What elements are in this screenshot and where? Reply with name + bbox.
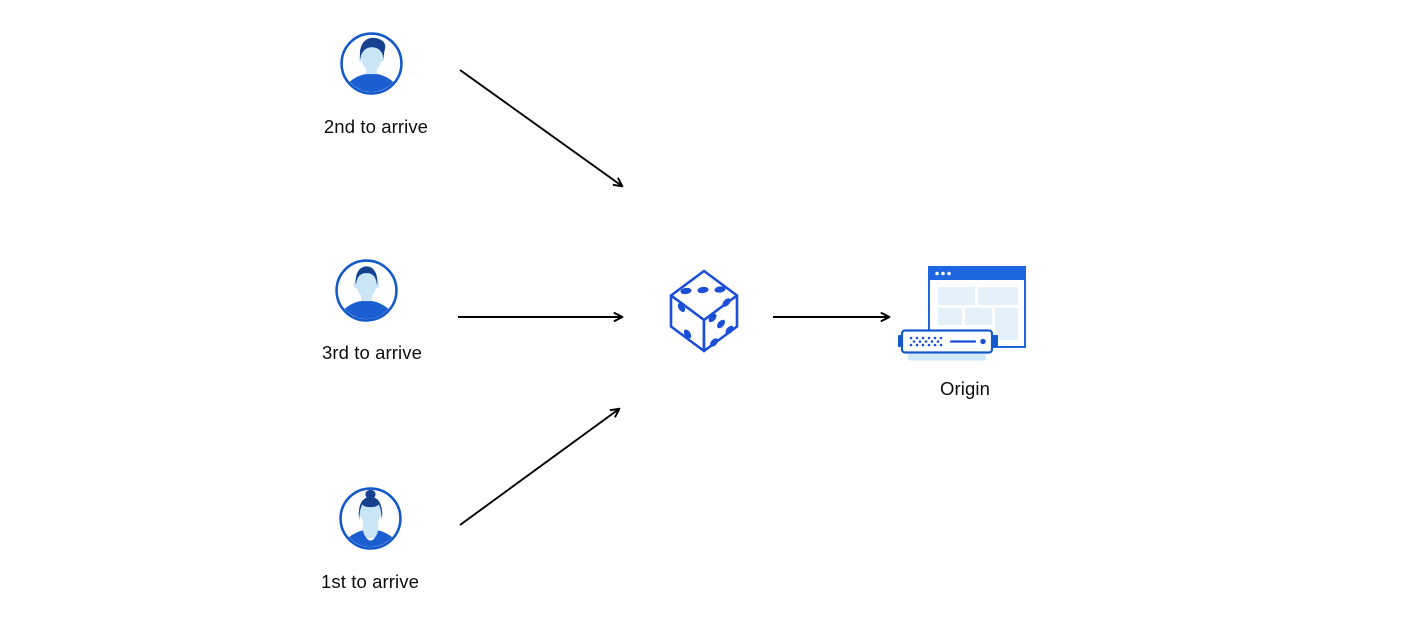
user-man-short-hair-avatar-icon bbox=[335, 259, 398, 322]
node-dice bbox=[668, 268, 740, 354]
node-label-origin: Origin bbox=[940, 378, 990, 399]
user-man-avatar-icon bbox=[340, 32, 403, 95]
node-user-2nd bbox=[340, 32, 403, 95]
user-woman-avatar-icon bbox=[339, 487, 402, 550]
node-label-user-2nd: 2nd to arrive bbox=[323, 116, 429, 137]
node-label-user-1st: 1st to arrive bbox=[321, 571, 419, 592]
server-icon bbox=[898, 329, 998, 361]
dice-icon bbox=[669, 269, 739, 353]
arrow-user1-to-dice bbox=[459, 407, 621, 526]
node-origin bbox=[897, 266, 1029, 362]
node-user-3rd bbox=[335, 259, 398, 322]
node-user-1st bbox=[339, 487, 402, 550]
node-label-user-3rd: 3rd to arrive bbox=[321, 342, 422, 363]
